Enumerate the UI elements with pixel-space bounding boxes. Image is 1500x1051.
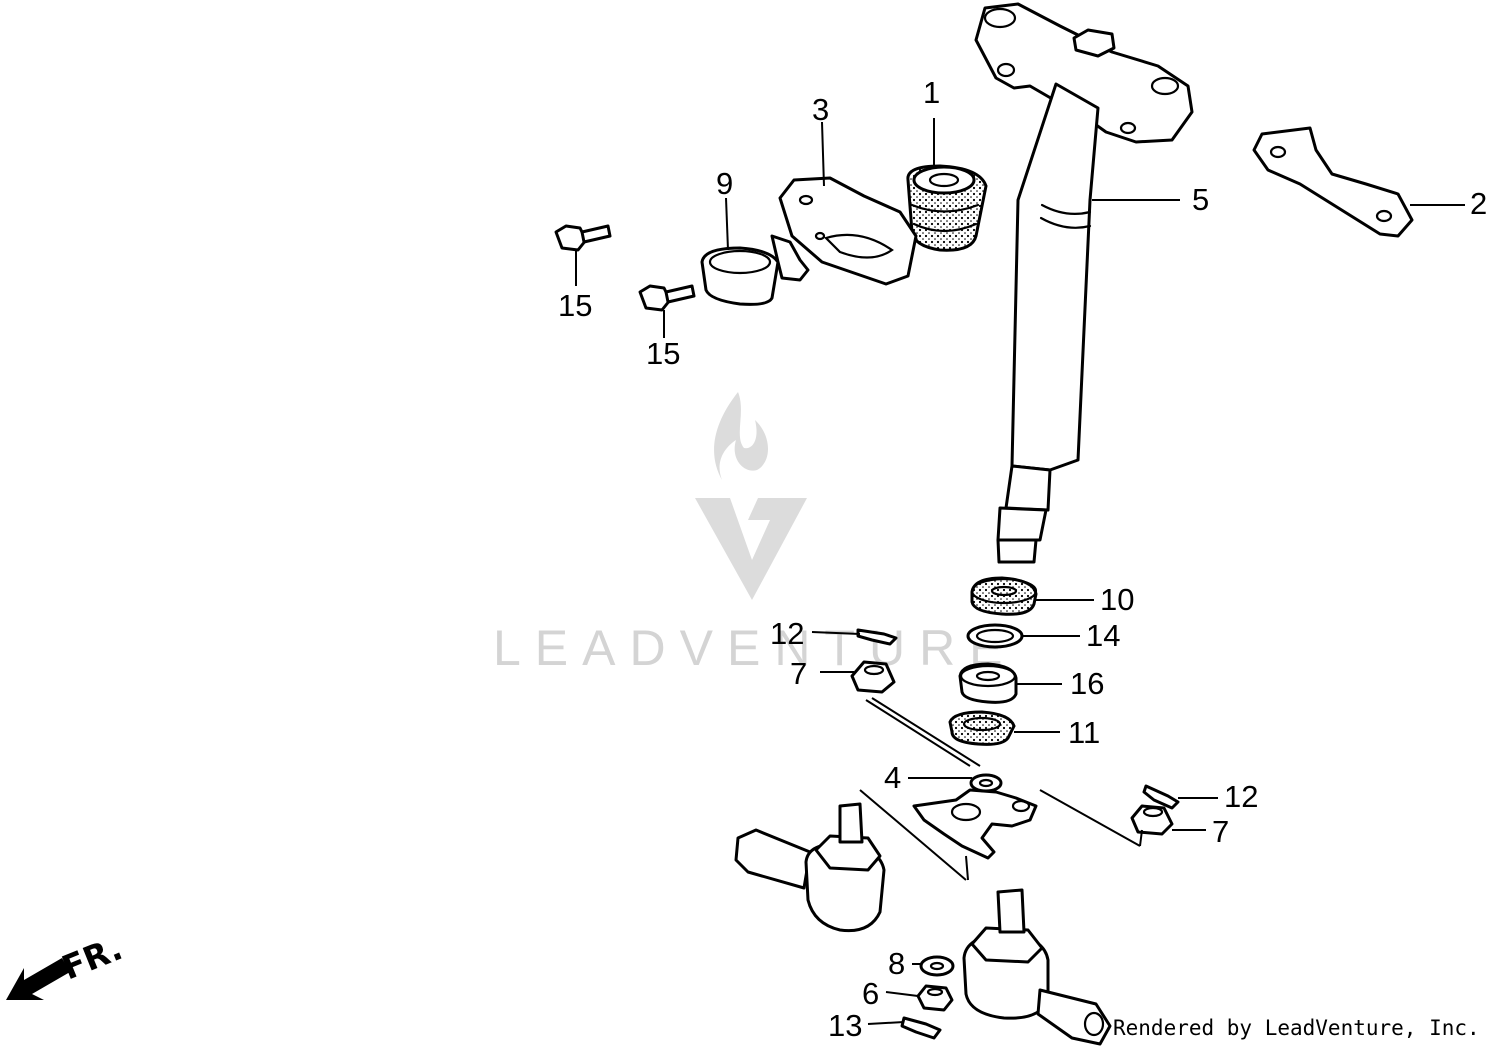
part-7-nut-left bbox=[850, 660, 896, 694]
callout-15-lower: 15 bbox=[646, 336, 680, 371]
part-9-clamp bbox=[700, 234, 810, 306]
part-13-cotter-pin bbox=[900, 1016, 942, 1040]
part-4-steering-arm bbox=[912, 773, 1038, 860]
callout-10: 10 bbox=[1100, 582, 1134, 617]
part-14-snap-ring bbox=[966, 623, 1024, 649]
part-10-bearing bbox=[970, 576, 1038, 616]
tie-rod-end-left bbox=[734, 802, 886, 933]
part-7-nut-right bbox=[1130, 804, 1174, 836]
callout-7-left: 7 bbox=[790, 656, 807, 691]
part-8-washer bbox=[919, 955, 955, 977]
callout-6: 6 bbox=[862, 976, 879, 1011]
callout-9: 9 bbox=[716, 166, 733, 201]
callout-13: 13 bbox=[828, 1008, 862, 1043]
part-15-bolt-lower bbox=[638, 284, 696, 312]
part-6-nut bbox=[916, 984, 954, 1012]
callout-3: 3 bbox=[812, 92, 829, 127]
watermark: LEADVENTURE bbox=[493, 392, 1017, 676]
part-15-bolt-upper bbox=[554, 224, 612, 252]
part-11-oil-seal bbox=[948, 710, 1016, 746]
callout-14: 14 bbox=[1086, 618, 1120, 653]
part-3-bracket bbox=[778, 176, 918, 286]
watermark-brand-text: LEADVENTURE bbox=[493, 620, 1017, 676]
part-16-bearing bbox=[958, 662, 1018, 704]
part-5-steering-shaft bbox=[974, 2, 1194, 564]
leader-lines bbox=[575, 118, 1465, 1025]
part-12-cotter-pin-left bbox=[856, 628, 898, 646]
front-direction-indicator: FR. bbox=[6, 928, 128, 1000]
callout-12-left: 12 bbox=[770, 616, 804, 651]
watermark-flame-icon bbox=[714, 392, 769, 480]
callout-7-right: 7 bbox=[1212, 814, 1229, 849]
front-arrow-icon bbox=[6, 958, 70, 1000]
watermark-v-icon bbox=[695, 498, 807, 600]
callout-11: 11 bbox=[1068, 715, 1100, 750]
assembly-lines bbox=[859, 697, 1143, 881]
callout-4: 4 bbox=[884, 760, 901, 795]
rendered-by-footer: Rendered by LeadVenture, Inc. bbox=[1113, 1016, 1480, 1040]
callout-16: 16 bbox=[1070, 666, 1104, 701]
tie-rod-end-right bbox=[962, 888, 1112, 1046]
callout-2: 2 bbox=[1470, 186, 1487, 221]
part-2-shaft-holder bbox=[1252, 126, 1414, 238]
part-12-cotter-pin-right bbox=[1142, 784, 1180, 810]
callout-labels: 1 2 3 5 9 15 15 10 14 16 11 4 12 7 12 7 … bbox=[558, 75, 1487, 1043]
callout-15-upper: 15 bbox=[558, 288, 592, 323]
part-1-bushing bbox=[906, 164, 988, 252]
callout-5: 5 bbox=[1192, 182, 1209, 217]
callout-8: 8 bbox=[888, 946, 905, 981]
callout-12-right: 12 bbox=[1224, 779, 1258, 814]
callout-1: 1 bbox=[923, 75, 940, 110]
front-direction-label: FR. bbox=[56, 928, 127, 987]
